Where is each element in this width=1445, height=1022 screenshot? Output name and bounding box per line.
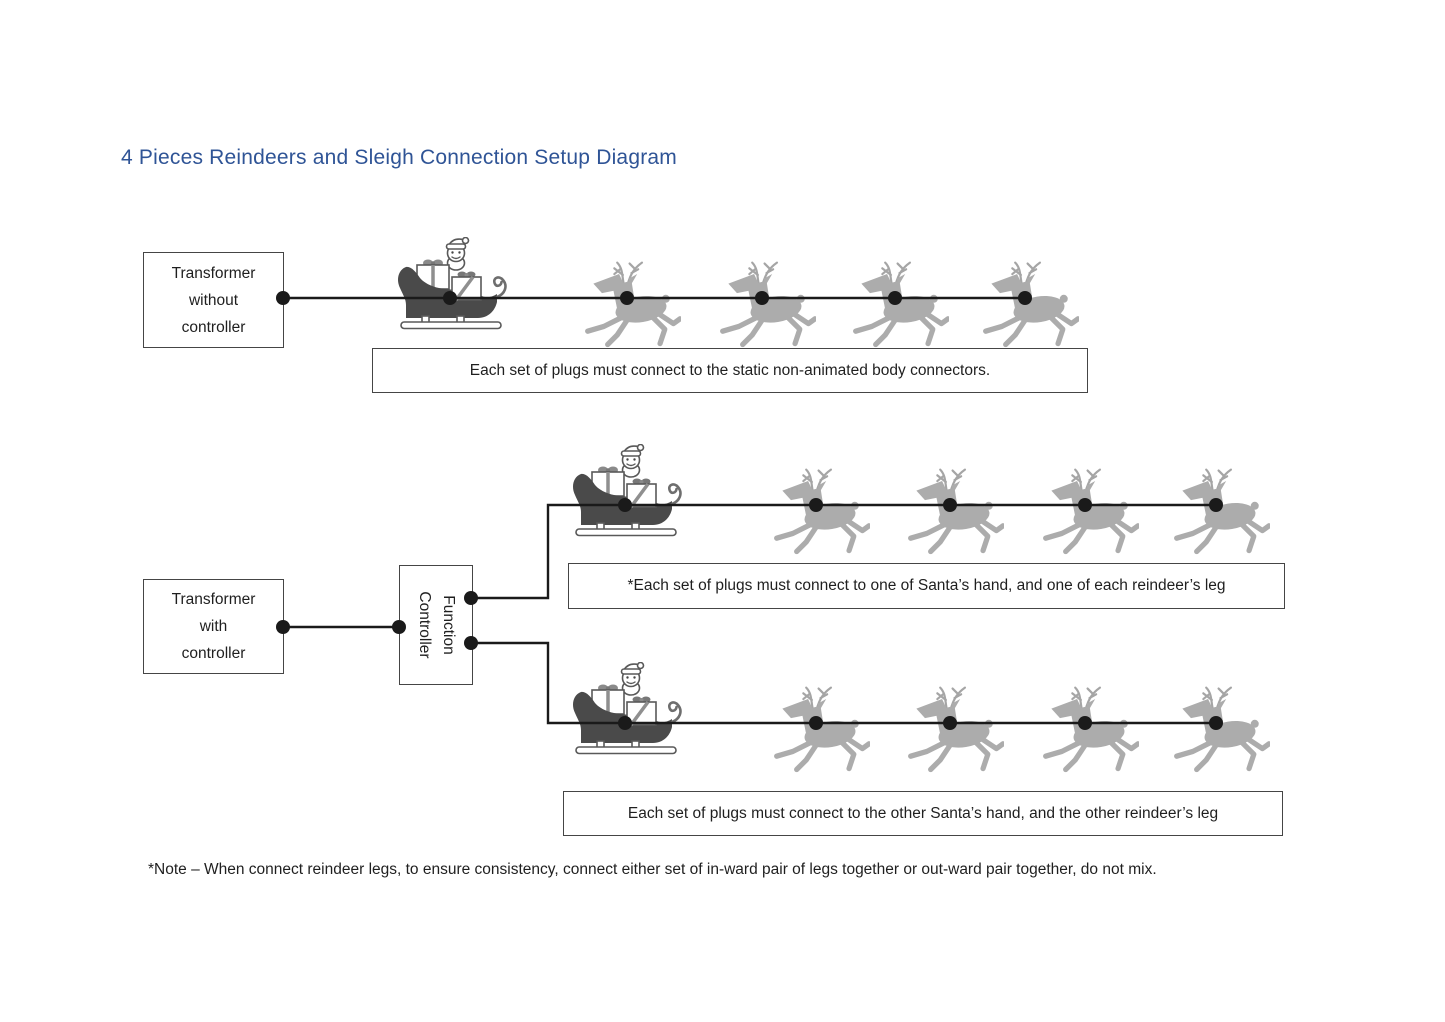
reindeer-icon xyxy=(904,466,1004,558)
callout-text: Each set of plugs must connect to the st… xyxy=(469,361,991,379)
node-label-line: with xyxy=(199,618,228,635)
reindeer-icon xyxy=(979,259,1079,351)
node-label-line: without xyxy=(188,291,239,309)
rotated-label: Function Controller xyxy=(400,566,472,684)
santa-sleigh-icon xyxy=(568,662,683,757)
node-function-controller: Function Controller xyxy=(399,565,473,685)
node-transformer-with-controller: Transformer with controller xyxy=(143,579,284,674)
callout-channel-b: Each set of plugs must connect to the ot… xyxy=(563,791,1283,836)
node-label-line: Function xyxy=(440,595,457,655)
reindeer-icon xyxy=(904,684,1004,776)
santa-sleigh-icon xyxy=(393,237,508,332)
node-label-line: Transformer xyxy=(171,264,256,282)
reindeer-icon xyxy=(1039,466,1139,558)
reindeer-icon xyxy=(770,684,870,776)
node-label-line: Transformer xyxy=(171,591,256,608)
callout-text: Each set of plugs must connect to the ot… xyxy=(627,804,1219,822)
santa-sleigh-icon xyxy=(568,444,683,539)
page-title: 4 Pieces Reindeers and Sleigh Connection… xyxy=(121,146,677,169)
reindeer-icon xyxy=(1170,466,1270,558)
node-transformer-without-controller: Transformer without controller xyxy=(143,252,284,348)
callout-text: *Each set of plugs must connect to one o… xyxy=(627,577,1226,594)
footnote: *Note – When connect reindeer legs, to e… xyxy=(148,861,1157,878)
reindeer-icon xyxy=(849,259,949,351)
reindeer-icon xyxy=(716,259,816,351)
callout-static-body: Each set of plugs must connect to the st… xyxy=(372,348,1088,393)
node-label-line: controller xyxy=(181,318,246,336)
callout-channel-a: *Each set of plugs must connect to one o… xyxy=(568,563,1285,609)
reindeer-icon xyxy=(581,259,681,351)
reindeer-icon xyxy=(1170,684,1270,776)
node-label-line: controller xyxy=(181,645,246,662)
reindeer-icon xyxy=(1039,684,1139,776)
reindeer-icon xyxy=(770,466,870,558)
node-label-line: Controller xyxy=(416,591,433,659)
